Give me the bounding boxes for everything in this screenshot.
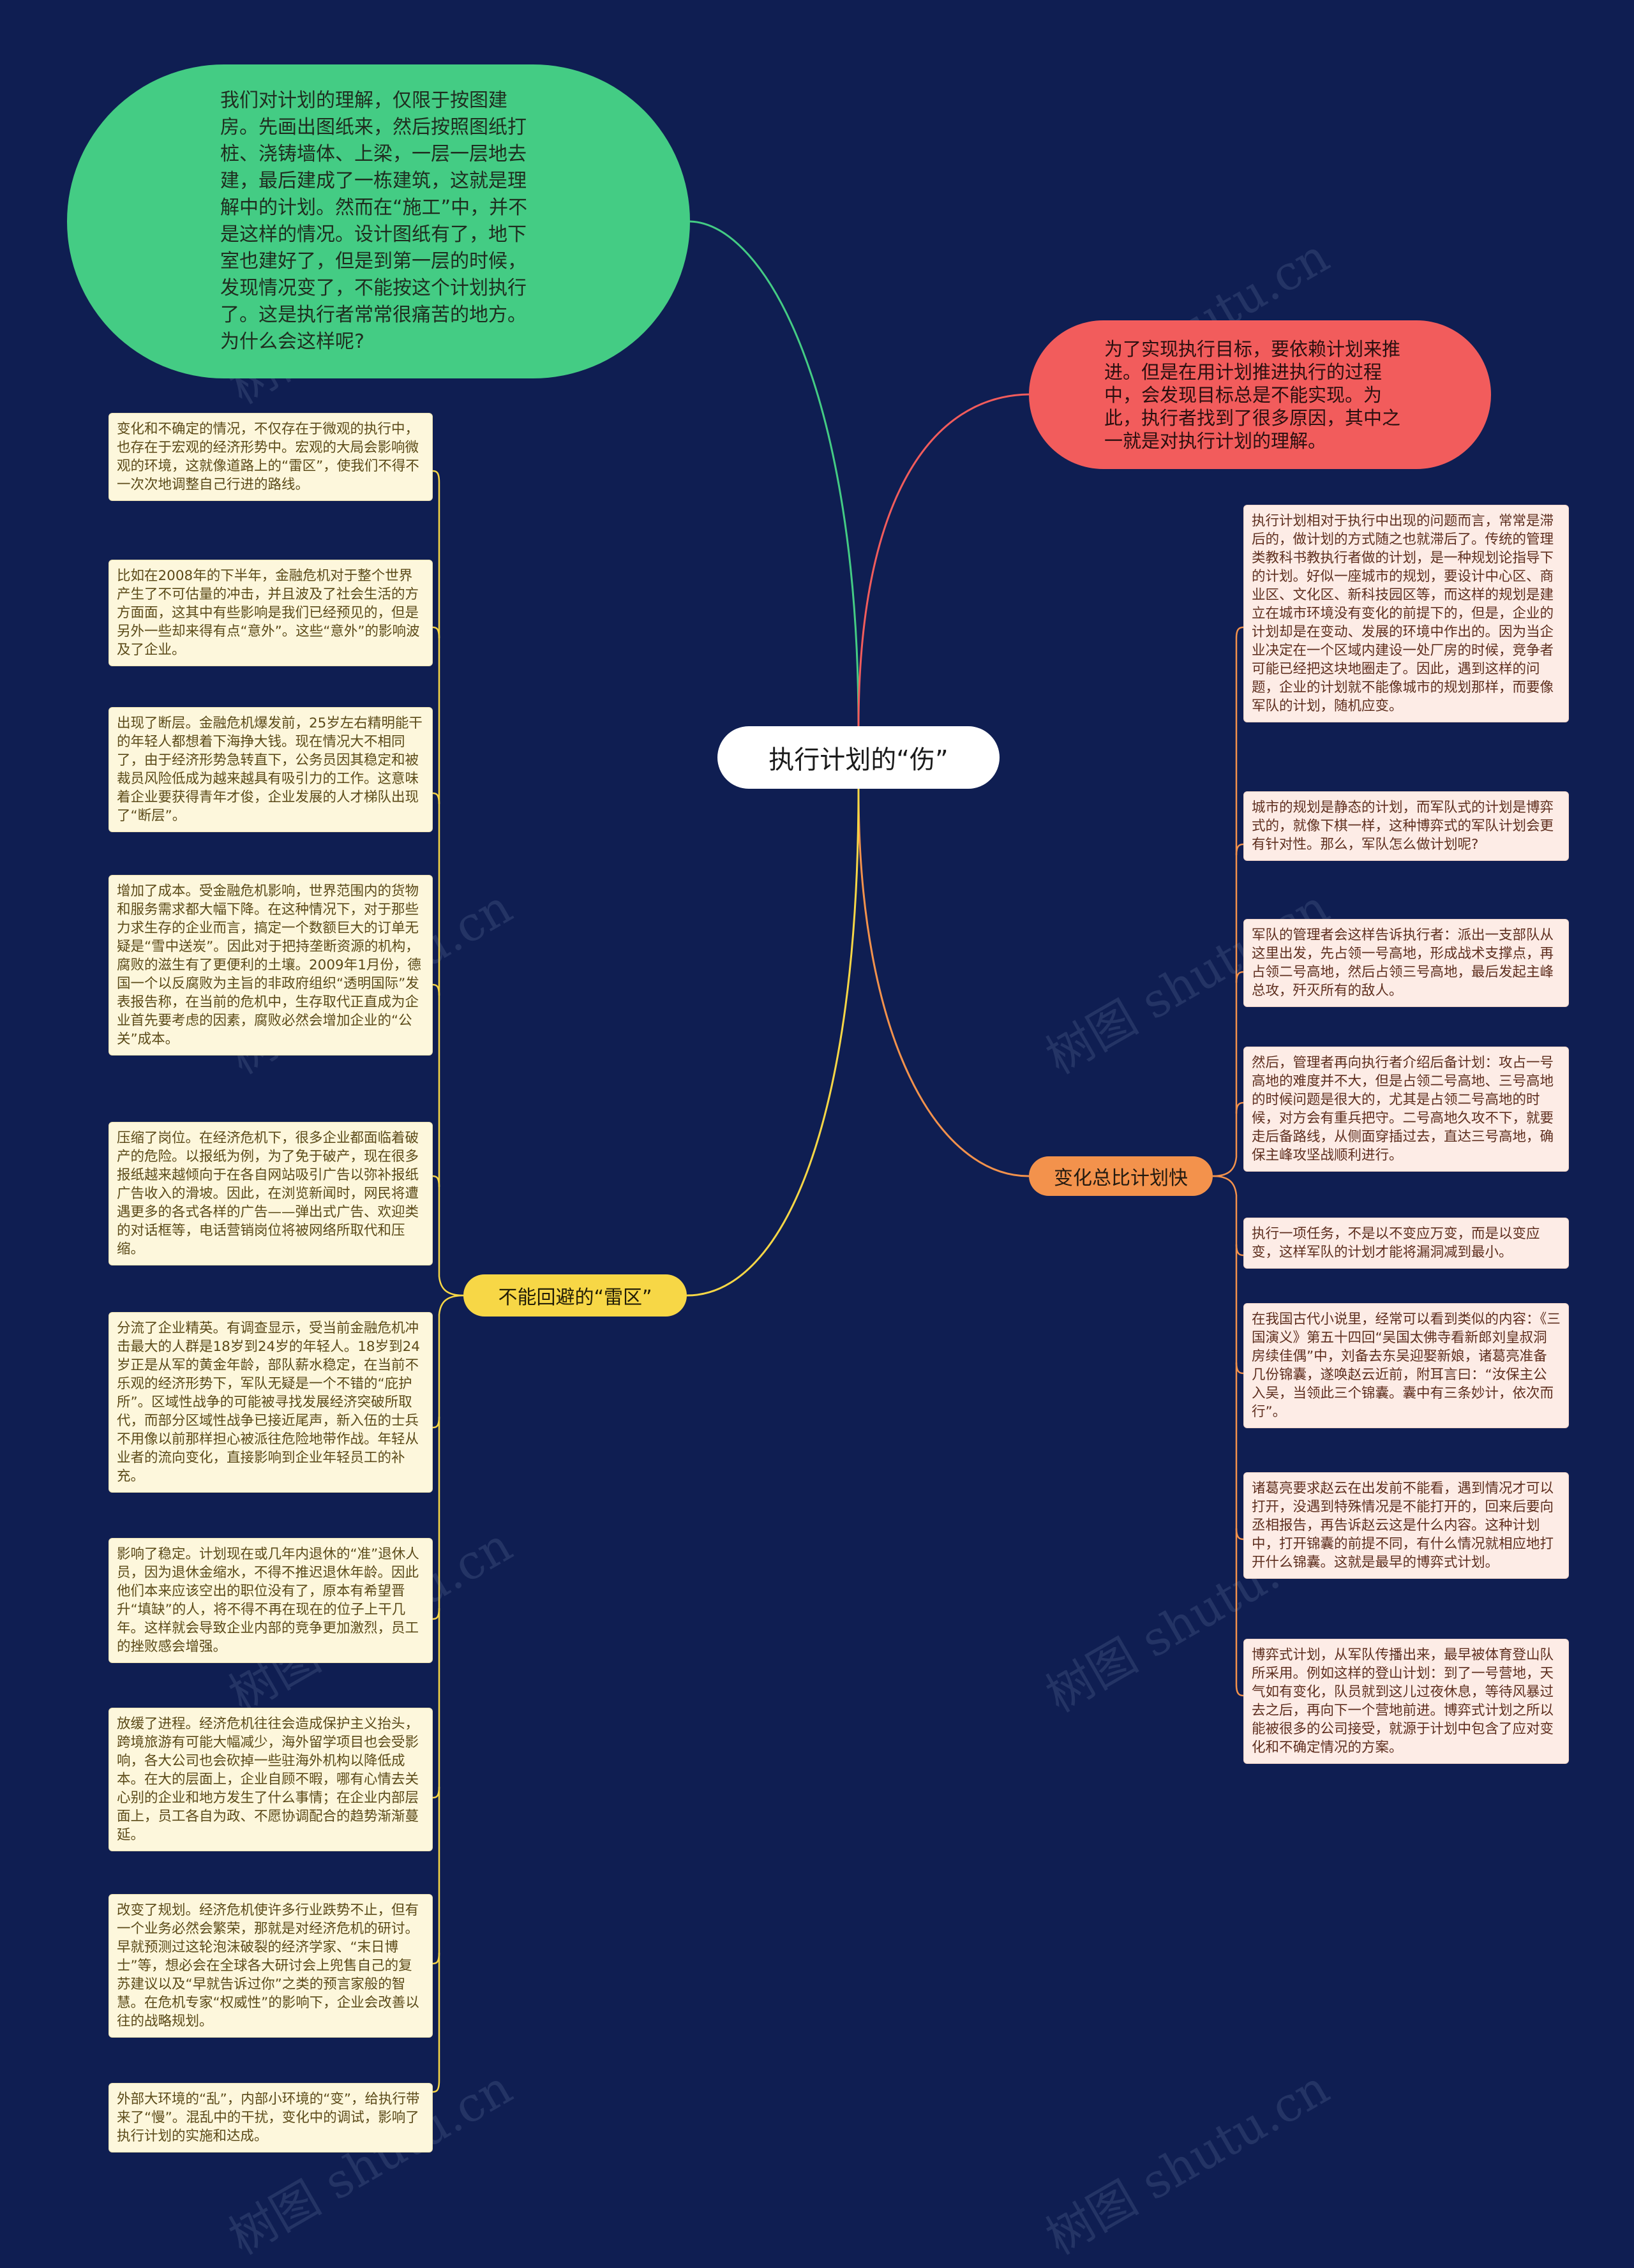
root-node[interactable]: 执行计划的“伤” (717, 726, 1000, 789)
leaf-note[interactable]: 城市的规划是静态的计划，而军队式的计划是博弈式的，就像下棋一样，这种博弈式的军队… (1243, 791, 1569, 861)
root-label: 执行计划的“伤” (768, 745, 948, 775)
leaf-note[interactable]: 然后，管理者再向执行者介绍后备计划：攻占一号高地的难度并不大，但是占领二号高地、… (1243, 1047, 1569, 1172)
topic-label: 不能回避的“雷区” (498, 1287, 652, 1309)
leaf-note[interactable]: 诸葛亮要求赵云在出发前不能看，遇到情况才可以打开，没遇到特殊情况是不能打开的，回… (1243, 1472, 1569, 1579)
leaf-note[interactable]: 比如在2008年的下半年，金融危机对于整个世界产生了不可估量的冲击，并且波及了社… (109, 560, 433, 666)
leaf-note[interactable]: 压缩了岗位。在经济危机下，很多企业都面临着破产的危险。以报纸为例，为了免于破产，… (109, 1122, 433, 1265)
leaf-note[interactable]: 放缓了进程。经济危机往往会造成保护主义抬头，跨境旅游有可能大幅减少，海外留学项目… (109, 1708, 433, 1851)
leaf-note[interactable]: 增加了成本。受金融危机影响，世界范围内的货物和服务需求都大幅下降。在这种情况下，… (109, 875, 433, 1056)
leaf-note[interactable]: 执行一项任务，不是以不变应万变，而是以变应变，这样军队的计划才能将漏洞减到最小。 (1243, 1218, 1569, 1269)
leaf-note[interactable]: 外部大环境的“乱”，内部小环境的“变”，给执行带来了“慢”。混乱中的干扰，变化中… (109, 2083, 433, 2152)
leaf-note[interactable]: 变化和不确定的情况，不仅存在于微观的执行中，也存在于宏观的经济形势中。宏观的大局… (109, 413, 433, 501)
leaf-note[interactable]: 影响了稳定。计划现在或几年内退休的“准”退休人员，因为退休金缩水，不得不推迟退休… (109, 1538, 433, 1663)
topic-execution-goal[interactable]: 为了实现执行目标，要依赖计划来推进。但是在用计划推进执行的过程中，会发现目标总是… (1029, 320, 1491, 469)
connector-root-green (689, 220, 860, 728)
topic-change-faster-than-plan[interactable]: 变化总比计划快 (1029, 1156, 1213, 1196)
leaf-note[interactable]: 博弈式计划，从军队传播出来，最早被体育登山队所采用。例如这样的登山计划：到了一号… (1243, 1639, 1569, 1764)
leaf-note[interactable]: 分流了企业精英。有调查显示，受当前金融危机冲击最大的人群是18岁到24岁的年轻人… (109, 1312, 433, 1493)
connector-root-red (857, 393, 1030, 728)
connectors-left-leaves (432, 470, 464, 2093)
leaf-note[interactable]: 在我国古代小说里，经常可以看到类似的内容：《三国演义》第五十四回“吴国太佛寺看新… (1243, 1303, 1569, 1428)
leaf-note[interactable]: 改变了规划。经济危机使许多行业跌势不止，但有一个业务必然会繁荣，那就是对经济危机… (109, 1894, 433, 2038)
leaf-note[interactable]: 军队的管理者会这样告诉执行者：派出一支部队从这里出发，先占领一号高地，形成战术支… (1243, 919, 1569, 1007)
topic-text: 我们对计划的理解，仅限于按图建房。先画出图纸来，然后按照图纸打桩、浇铸墙体、上梁… (220, 89, 528, 353)
topic-unavoidable-minefield[interactable]: 不能回避的“雷区” (463, 1274, 687, 1317)
connector-root-orange (857, 788, 1030, 1177)
topic-understanding-of-plan[interactable]: 我们对计划的理解，仅限于按图建房。先画出图纸来，然后按照图纸打桩、浇铸墙体、上梁… (67, 64, 690, 378)
connector-root-yellow (686, 788, 860, 1297)
connectors-right-leaves (1212, 626, 1244, 1697)
topic-label: 变化总比计划快 (1054, 1167, 1188, 1190)
leaf-note[interactable]: 出现了断层。金融危机爆发前，25岁左右精明能干的年轻人都想着下海挣大钱。现在情况… (109, 707, 433, 832)
leaf-note[interactable]: 执行计划相对于执行中出现的问题而言，常常是滞后的，做计划的方式随之也就滞后了。传… (1243, 505, 1569, 722)
topic-text: 为了实现执行目标，要依赖计划来推进。但是在用计划推进执行的过程中，会发现目标总是… (1104, 338, 1401, 452)
